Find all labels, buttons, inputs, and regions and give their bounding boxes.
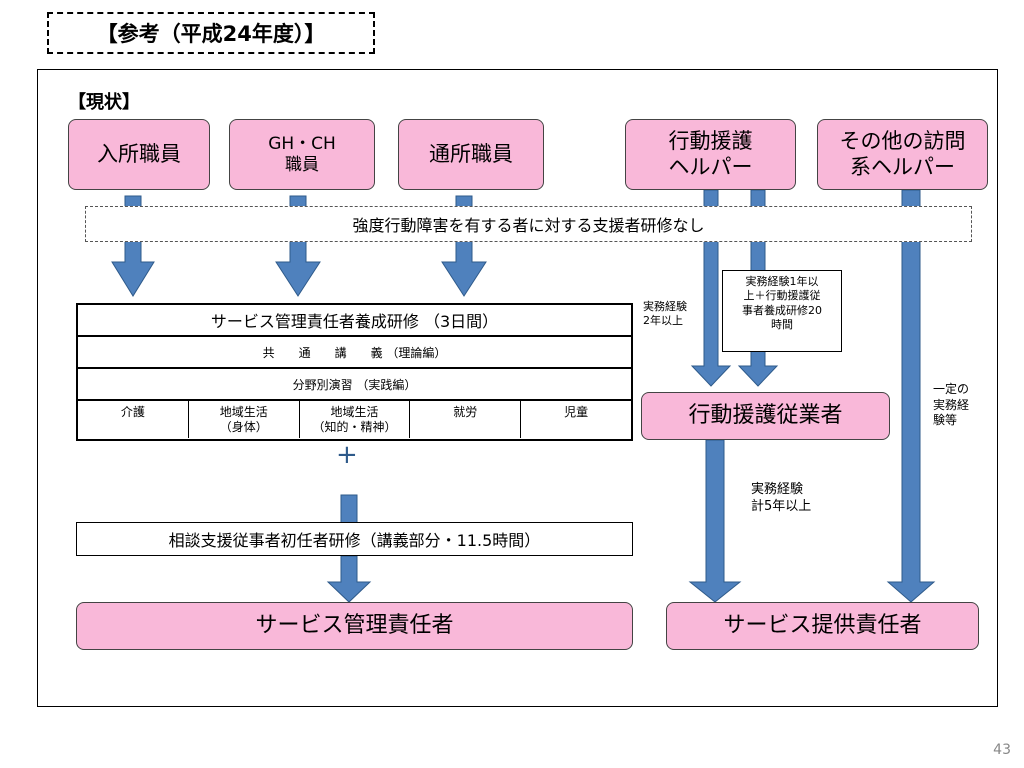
source-other-line1: その他の訪問 xyxy=(839,129,966,154)
training-table-header: サービス管理責任者養成研修 （3日間） xyxy=(78,305,631,337)
field-cell: 就労 xyxy=(410,401,522,438)
note-line: 実務経験 xyxy=(643,300,687,313)
section-label: 【現状】 xyxy=(68,92,140,113)
plus-sign: + xyxy=(336,440,358,470)
training-table: サービス管理責任者養成研修 （3日間） 共 通 講 義 （理論編） 分野別演習 … xyxy=(76,303,633,441)
field-line1: 児童 xyxy=(564,405,589,419)
arrow-kodo-worker xyxy=(688,439,742,603)
source-nyusho-label: 入所職員 xyxy=(97,141,181,166)
field-cell: 介護 xyxy=(78,401,189,438)
diagram-frame xyxy=(37,69,998,707)
arrow-other xyxy=(886,189,936,603)
field-line1: 地域生活 xyxy=(330,405,379,419)
field-cell: 地域生活 （知的・精神） xyxy=(300,401,411,438)
arrow-consult xyxy=(326,555,372,603)
service-manager-label: サービス管理責任者 xyxy=(255,612,454,638)
kodo-worker-box: 行動援護従業者 xyxy=(641,392,890,440)
note-exp-5years: 実務経験 計5年以上 xyxy=(751,482,811,516)
note-exp-1year-box: 実務経験1年以 上＋行動援護従 事者養成研修20 時間 xyxy=(722,270,842,352)
source-kodo-line2: ヘルパー xyxy=(668,154,753,179)
source-kodo-line1: 行動援護 xyxy=(668,129,753,154)
service-manager-box: サービス管理責任者 xyxy=(76,602,633,650)
source-gh-ch-line2: 職員 xyxy=(285,154,319,175)
field-line1: 介護 xyxy=(120,405,145,419)
consult-training-box: 相談支援従事者初任者研修（講義部分・11.5時間） xyxy=(76,522,633,556)
field-line2: （身体） xyxy=(219,420,268,434)
note-fixed-experience: 一定の 実務経 験等 xyxy=(933,382,969,429)
note-exp-2years: 実務経験 2年以上 xyxy=(643,300,687,329)
training-row-common: 共 通 講 義 （理論編） xyxy=(78,337,631,369)
source-gh-ch-line1: GH・CH xyxy=(268,134,336,155)
service-provider-label: サービス提供責任者 xyxy=(723,612,922,638)
source-gh-ch: GH・CH 職員 xyxy=(229,119,375,190)
note-line: 験等 xyxy=(933,413,958,428)
arrow-plus-stem xyxy=(340,494,358,524)
training-practice-label: 分野別演習 （実践編） xyxy=(292,377,417,392)
source-nyusho: 入所職員 xyxy=(68,119,210,190)
source-kodo-helper: 行動援護 ヘルパー xyxy=(625,119,796,190)
training-header-label: サービス管理責任者養成研修 （3日間） xyxy=(210,312,499,331)
field-cell: 地域生活 （身体） xyxy=(189,401,300,438)
training-common-label: 共 通 講 義 （理論編） xyxy=(262,345,447,360)
training-row-fields: 介護 地域生活 （身体） 地域生活 （知的・精神） 就労 児童 xyxy=(78,401,631,438)
note-line: 上＋行動援護従 xyxy=(743,289,821,303)
note-line: 実務経験 xyxy=(751,482,804,497)
kodo-worker-label: 行動援護従業者 xyxy=(688,402,843,428)
note-line: 実務経 xyxy=(933,397,970,412)
source-other-helper: その他の訪問 系ヘルパー xyxy=(817,119,988,190)
field-line2: （知的・精神） xyxy=(312,420,397,434)
note-line: 事者養成研修20 xyxy=(742,303,822,317)
field-cell: 児童 xyxy=(521,401,631,438)
source-tsusho-label: 通所職員 xyxy=(429,141,513,166)
no-training-band: 強度行動障害を有する者に対する支援者研修なし xyxy=(85,206,972,242)
source-tsusho: 通所職員 xyxy=(398,119,544,190)
note-line: 一定の xyxy=(933,382,970,396)
note-line: 計5年以上 xyxy=(751,498,812,514)
note-line: 時間 xyxy=(771,317,793,331)
page-number: 43 xyxy=(993,742,1011,758)
note-line: 実務経験1年以 xyxy=(745,275,819,288)
field-line1: 就労 xyxy=(453,405,478,419)
note-line: 2年以上 xyxy=(643,314,683,328)
training-row-practice: 分野別演習 （実践編） xyxy=(78,369,631,401)
source-other-line2: 系ヘルパー xyxy=(850,154,955,179)
page-title: 【参考（平成24年度）】 xyxy=(47,12,375,54)
consult-training-label: 相談支援従事者初任者研修（講義部分・11.5時間） xyxy=(168,531,541,550)
service-provider-box: サービス提供責任者 xyxy=(666,602,979,650)
field-line1: 地域生活 xyxy=(219,405,268,419)
